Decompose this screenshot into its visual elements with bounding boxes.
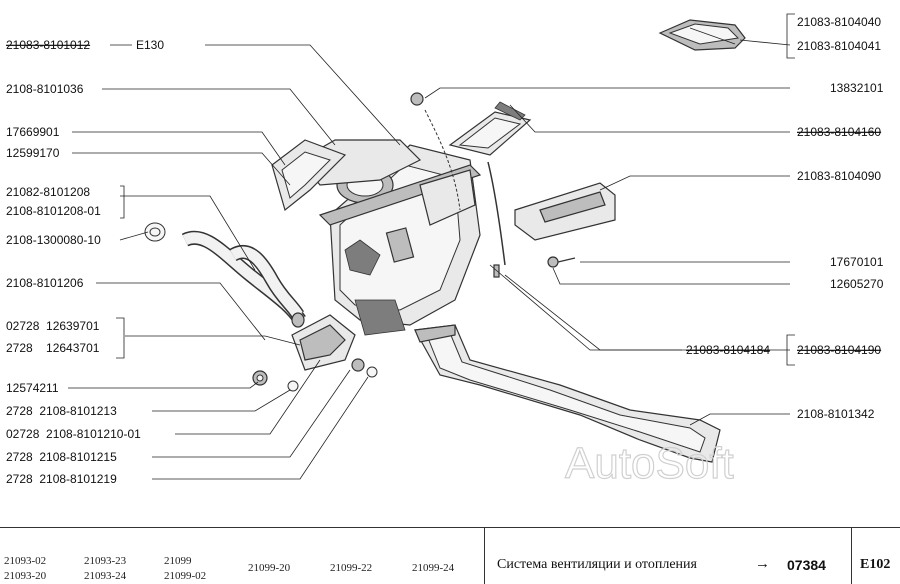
- part-label-e130: E130: [136, 38, 164, 52]
- air-deflector-part: [658, 19, 746, 51]
- label-brackets: [116, 13, 795, 366]
- model-item: 21099-20: [248, 562, 291, 574]
- fasteners-part: [252, 92, 576, 392]
- part-label-21083-8104190: 21083-8104190: [797, 343, 881, 357]
- heater-tap-part: [291, 314, 356, 371]
- model-item: 21099-22: [330, 562, 373, 574]
- model-item: 21099: [164, 555, 192, 567]
- model-item: 21093-24: [84, 570, 127, 582]
- part-label-21082-8101208: 21082-8101208: [6, 185, 90, 199]
- air-duct-left-part: [271, 139, 347, 212]
- control-unit-part: [514, 182, 616, 241]
- section-title: Система вентиляции и отопления: [497, 557, 697, 572]
- part-label-12599170: 12599170: [6, 146, 60, 160]
- part-label-2108-8101213: 2728 2108-8101213: [6, 404, 117, 418]
- model-item: 21093-02: [4, 555, 47, 567]
- publication-number: 07384: [787, 557, 826, 573]
- model-list: 21093-02 21093-20 21093-23 21093-24 2109…: [0, 528, 484, 584]
- part-label-21083-8104040: 21083-8104040: [797, 15, 881, 29]
- part-label-2108-8101342: 2108-8101342: [797, 407, 875, 421]
- part-label-21083-8104041: 21083-8104041: [797, 39, 881, 53]
- part-label-21083-8104090: 21083-8104090: [797, 169, 881, 183]
- part-label-2108-8101206: 2108-8101206: [6, 276, 84, 290]
- control-cables-part: [424, 109, 506, 266]
- part-label-12639701: 02728 12639701: [6, 319, 100, 333]
- part-label-12574211: 12574211: [6, 381, 59, 395]
- leader-lines: [68, 39, 791, 480]
- page-code: E102: [860, 557, 891, 572]
- heater-hoses-part: [181, 230, 306, 328]
- catalog-footer: 21093-02 21093-20 21093-23 21093-24 2109…: [0, 527, 900, 584]
- section-title-cell: Система вентиляции и отопления → 07384: [484, 528, 852, 584]
- part-label-17669901: 17669901: [6, 125, 60, 139]
- hose-clamp-part: [144, 222, 166, 242]
- part-label-2108-8101036: 2108-8101036: [6, 82, 84, 96]
- part-label-2108-8101210-01: 02728 2108-8101210-01: [6, 427, 141, 441]
- part-label-12643701: 2728 12643701: [6, 341, 100, 355]
- part-label-21083-8104184: 21083-8104184: [686, 343, 770, 357]
- model-item: 21099-02: [164, 570, 207, 582]
- part-label-2108-1300080-10: 2108-1300080-10: [6, 233, 101, 247]
- part-label-21083-8101012: 21083-8101012: [6, 38, 90, 52]
- part-label-2108-8101215: 2728 2108-8101215: [6, 450, 117, 464]
- model-item: 21099-24: [412, 562, 455, 574]
- arrow-right-icon: →: [755, 555, 770, 572]
- part-label-13832101: 13832101: [830, 81, 884, 95]
- lower-air-duct-part: [414, 324, 721, 463]
- part-label-12605270: 12605270: [830, 277, 884, 291]
- watermark: AutoSoft: [565, 439, 734, 488]
- part-label-2108-8101219: 2728 2108-8101219: [6, 472, 117, 486]
- model-item: 21093-23: [84, 555, 127, 567]
- vent-grille-part: [448, 101, 532, 156]
- page-code-cell: E102: [851, 528, 900, 584]
- part-label-17670101: 17670101: [830, 255, 884, 269]
- model-item: 21093-20: [4, 570, 47, 582]
- part-label-21083-8104160: 21083-8104160: [797, 125, 881, 139]
- part-label-2108-8101208-01: 2108-8101208-01: [6, 204, 101, 218]
